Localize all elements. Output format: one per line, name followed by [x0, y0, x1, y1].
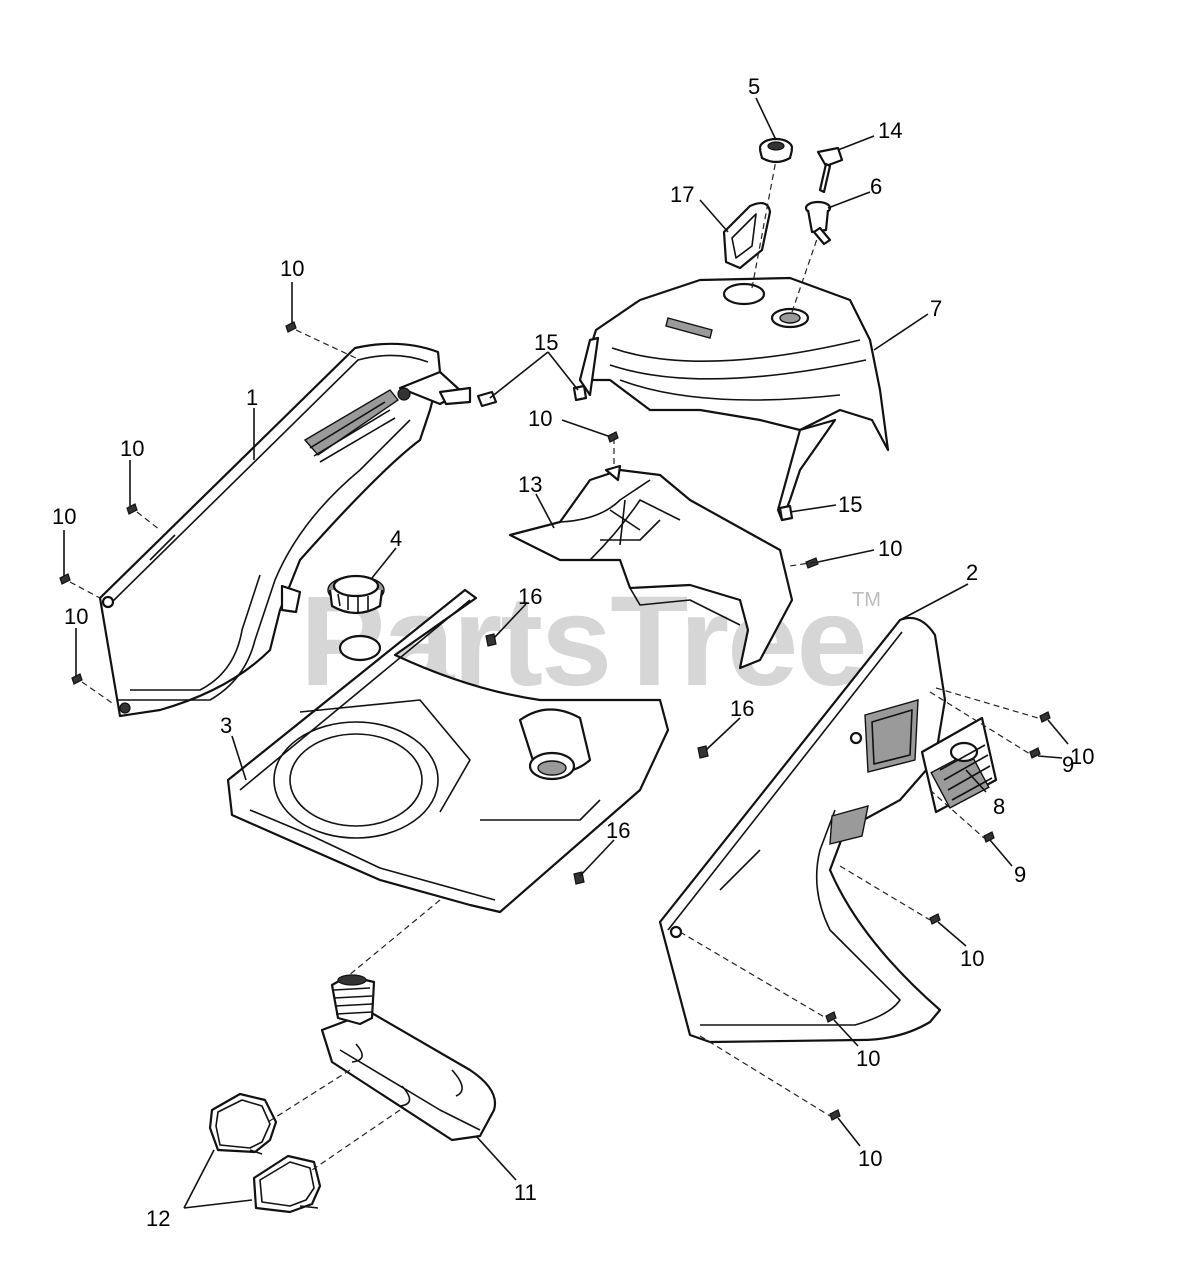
callout-10-center: 10 [528, 406, 552, 431]
callout-12: 12 [146, 1206, 170, 1231]
callout-10-left-middle: 10 [52, 504, 76, 529]
part-12-tank-straps [208, 1092, 322, 1214]
part-11-fuel-tank [320, 974, 497, 1142]
callout-9-upper: 9 [1062, 752, 1074, 777]
part-6-ignition-switch [804, 200, 832, 246]
callout-10-right-lower: 10 [856, 1046, 880, 1071]
callout-7: 7 [930, 296, 942, 321]
callout-2: 2 [966, 560, 978, 585]
callout-10-top-left: 10 [280, 256, 304, 281]
callout-15-right: 15 [838, 492, 862, 517]
callout-11: 11 [514, 1180, 537, 1205]
leader-lines [63, 97, 1069, 1209]
part-14-key [816, 146, 844, 194]
fastener-screws [59, 321, 1051, 1121]
callout-8: 8 [993, 794, 1005, 819]
callout-10-right-middle: 10 [960, 946, 984, 971]
callout-14: 14 [878, 118, 902, 143]
part-4-fuel-cap [327, 574, 385, 615]
watermark-tm: TM [852, 589, 881, 611]
part-2-right-side-panel [658, 616, 947, 1044]
callout-4: 4 [390, 526, 402, 551]
part-5-grommet [758, 137, 794, 164]
callout-15-top: 15 [534, 330, 558, 355]
callout-10-left-lower: 10 [64, 604, 88, 629]
callout-1: 1 [246, 385, 258, 410]
callout-16-right: 16 [730, 696, 754, 721]
callout-13: 13 [518, 472, 542, 497]
callout-10-right-upper: 10 [878, 536, 902, 561]
callout-3: 3 [220, 713, 232, 738]
callout-9-lower: 9 [1014, 862, 1026, 887]
part-17-lever [722, 201, 772, 270]
callout-16-center: 16 [518, 584, 542, 609]
part-3-floor-pan [226, 588, 670, 914]
callout-10-far-right: 10 [1070, 744, 1094, 769]
part-8-grille-plate [920, 716, 998, 814]
assembly-dashed-lines [69, 159, 1039, 1171]
callout-6: 6 [870, 174, 882, 199]
callout-10-bottom-right: 10 [858, 1146, 882, 1171]
part-13-support-bracket [508, 464, 794, 670]
part-1-left-side-panel [98, 342, 472, 718]
callout-10-left-upper: 10 [120, 436, 144, 461]
callout-labels: 1 2 3 4 5 6 7 8 9 9 10 10 10 10 10 10 10… [52, 74, 1094, 1231]
callout-17: 17 [670, 182, 694, 207]
callout-16-lower: 16 [606, 818, 630, 843]
callout-5: 5 [748, 74, 760, 99]
